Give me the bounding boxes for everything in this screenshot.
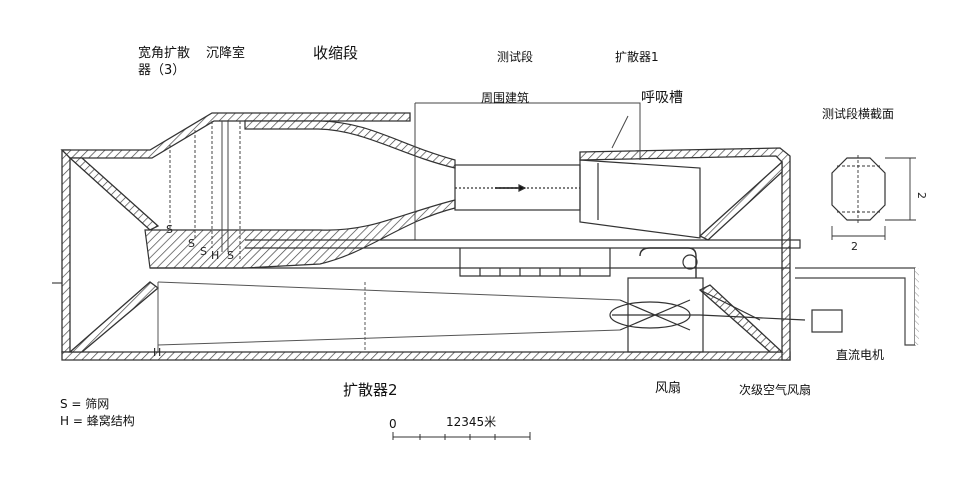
honeycomb-mark-2: H bbox=[153, 346, 161, 359]
outer-shell bbox=[60, 112, 791, 361]
settling-screens bbox=[169, 121, 241, 260]
wide-angle-diffuser-label-2: 器（3） bbox=[138, 63, 186, 78]
dc-motor-label: 直流电机 bbox=[836, 348, 885, 362]
surrounding-building bbox=[414, 102, 641, 240]
contraction-label: 收缩段 bbox=[313, 44, 359, 62]
surrounding-building-label: 周围建筑 bbox=[481, 91, 530, 105]
screen-mark-2: S bbox=[188, 237, 195, 250]
wide-angle-diffuser-label: 宽角扩散 bbox=[138, 46, 191, 61]
screen-mark-3: S bbox=[200, 245, 207, 258]
diffuser-1-label: 扩散器1 bbox=[615, 50, 659, 64]
test-section-label: 测试段 bbox=[497, 50, 534, 64]
settling-chamber-label: 沉降室 bbox=[206, 46, 246, 61]
diffuser-2-label: 扩散器2 bbox=[343, 381, 398, 399]
fan-assembly bbox=[609, 247, 843, 353]
legend-honeycomb: H = 蜂窝结构 bbox=[60, 414, 135, 428]
test-section bbox=[454, 159, 701, 239]
scale-zero: 0 bbox=[389, 417, 397, 431]
test-floor bbox=[150, 239, 801, 277]
cross-section-title: 测试段横截面 bbox=[822, 107, 895, 121]
scale-ticks: 12345米 bbox=[446, 415, 497, 429]
breather-slot-label: 呼吸槽 bbox=[641, 90, 683, 106]
screen-mark-1: S bbox=[166, 223, 173, 236]
honeycomb-mark-1: H bbox=[211, 249, 219, 262]
return-diffuser bbox=[157, 281, 621, 352]
screen-mark-4: S bbox=[227, 249, 234, 262]
cross-section-width-label: 2 bbox=[851, 240, 858, 253]
scale-bar bbox=[392, 432, 531, 440]
secondary-fan-label: 次级空气风扇 bbox=[739, 383, 812, 397]
cross-section-diagram bbox=[831, 155, 916, 240]
cross-section-height-label: 2 bbox=[915, 192, 928, 199]
fan-label: 风扇 bbox=[655, 381, 682, 396]
legend-screen: S = 筛网 bbox=[60, 397, 110, 411]
